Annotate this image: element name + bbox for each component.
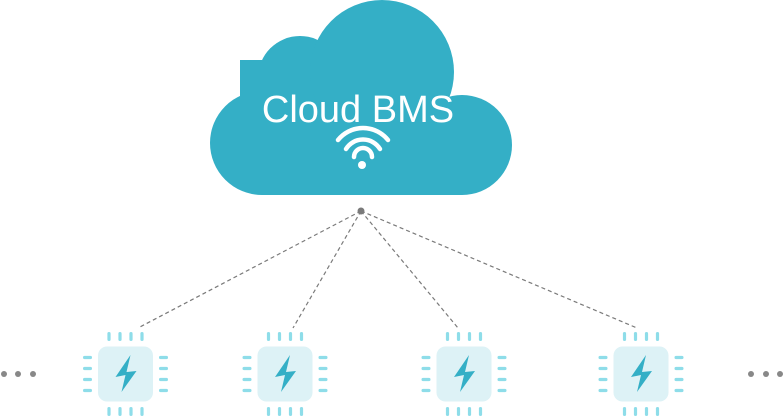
lightning-bolt-icon bbox=[454, 355, 475, 392]
chip-pin bbox=[266, 332, 271, 341]
hub-dot bbox=[357, 207, 365, 215]
chip-pin bbox=[242, 355, 252, 360]
chip-pin bbox=[497, 355, 507, 360]
chip-pin bbox=[277, 332, 282, 341]
chip-pin bbox=[318, 377, 328, 382]
chip-pin bbox=[598, 377, 608, 382]
chip-pin bbox=[674, 377, 684, 382]
chip-pin bbox=[655, 407, 660, 416]
chip-pin bbox=[242, 377, 252, 382]
chip-pin bbox=[421, 377, 431, 382]
devices bbox=[83, 332, 684, 416]
chip-pin bbox=[456, 407, 461, 416]
chip-pin bbox=[277, 407, 282, 416]
chip-pin bbox=[421, 388, 431, 393]
chip-pin bbox=[445, 407, 450, 416]
chip-pin bbox=[140, 407, 144, 416]
chip-pin bbox=[478, 332, 483, 341]
device-chip bbox=[598, 332, 684, 416]
chip-pin bbox=[598, 355, 608, 360]
wifi-dot bbox=[358, 161, 366, 169]
chip-pin bbox=[674, 355, 684, 360]
chip-pin bbox=[674, 366, 684, 371]
connector-lines bbox=[137, 210, 638, 329]
chip-pin bbox=[107, 407, 111, 416]
chip-pin bbox=[83, 366, 92, 371]
chip-pin bbox=[83, 355, 92, 360]
chip-pin bbox=[497, 377, 507, 382]
chip-pin bbox=[467, 407, 472, 416]
cloud-title: Cloud BMS bbox=[262, 89, 454, 131]
chip-pin bbox=[318, 366, 328, 371]
lightning-bolt-icon bbox=[631, 355, 652, 392]
chip-pin bbox=[83, 377, 92, 382]
chip-pin bbox=[159, 355, 168, 360]
chip-pin bbox=[118, 407, 122, 416]
chip-pin bbox=[83, 388, 92, 393]
connector-line bbox=[137, 210, 362, 329]
chip-pin bbox=[129, 407, 133, 416]
connector-line bbox=[360, 210, 638, 329]
ellipsis-right bbox=[748, 371, 783, 377]
chip-pin bbox=[622, 407, 627, 416]
chip-pin bbox=[633, 332, 638, 341]
chip-pin bbox=[674, 388, 684, 393]
chip-pin bbox=[655, 332, 660, 341]
chip-pin bbox=[467, 332, 472, 341]
chip-pin bbox=[421, 355, 431, 360]
chip-pin bbox=[242, 366, 252, 371]
chip-pin bbox=[129, 332, 133, 341]
chip-pin bbox=[159, 377, 168, 382]
chip-pin bbox=[107, 332, 111, 341]
chip-pin bbox=[598, 366, 608, 371]
chip-pin bbox=[288, 332, 293, 341]
device-chip bbox=[421, 332, 507, 416]
chip-pin bbox=[288, 407, 293, 416]
chip-pin bbox=[445, 332, 450, 341]
chip-pin bbox=[159, 388, 168, 393]
chip-pin bbox=[633, 407, 638, 416]
ellipsis-left bbox=[1, 371, 36, 377]
chip-pin bbox=[299, 332, 304, 341]
chip-pin bbox=[478, 407, 483, 416]
device-chip bbox=[242, 332, 328, 416]
chip-pin bbox=[318, 388, 328, 393]
chip-pin bbox=[159, 366, 168, 371]
chip-pin bbox=[242, 388, 252, 393]
device-chip bbox=[83, 332, 168, 416]
chip-pin bbox=[497, 366, 507, 371]
chip-pin bbox=[598, 388, 608, 393]
chip-pin bbox=[140, 332, 144, 341]
chip-pin bbox=[318, 355, 328, 360]
chip-pin bbox=[421, 366, 431, 371]
chip-pin bbox=[299, 407, 304, 416]
lightning-bolt-icon bbox=[115, 355, 137, 392]
wifi-icon bbox=[335, 125, 391, 160]
chip-pin bbox=[266, 407, 271, 416]
connector-line bbox=[360, 210, 459, 329]
cloud bbox=[210, 0, 512, 195]
chip-pin bbox=[622, 332, 627, 341]
connector-line bbox=[292, 210, 362, 329]
chip-pin bbox=[456, 332, 461, 341]
lightning-bolt-icon bbox=[275, 355, 296, 392]
chip-pin bbox=[644, 407, 649, 416]
chip-pin bbox=[118, 332, 122, 341]
chip-pin bbox=[497, 388, 507, 393]
chip-pin bbox=[644, 332, 649, 341]
